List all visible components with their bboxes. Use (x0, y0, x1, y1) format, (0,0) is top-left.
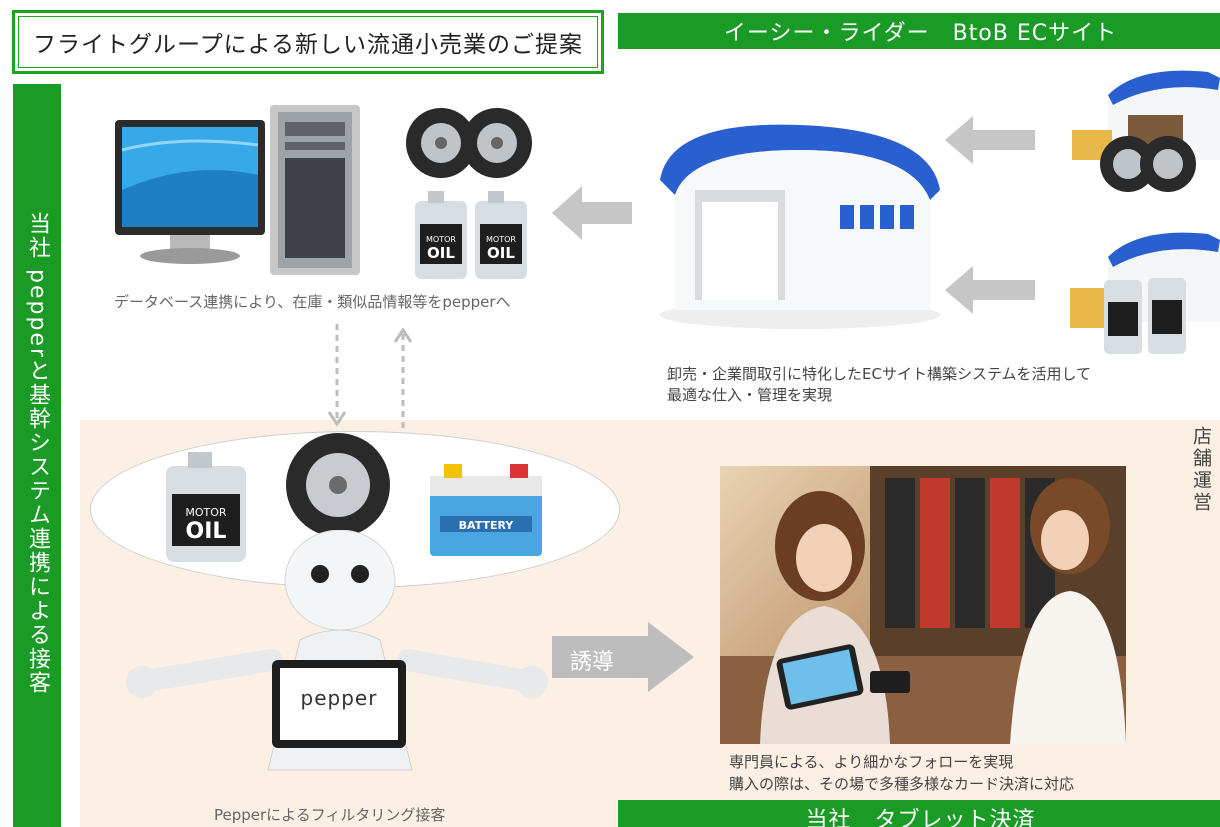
store-caption-line2: 購入の際は、その場で多種多様なカード決済に対応 (729, 775, 1075, 793)
motor-oil-cans-icon: MOTOR OIL MOTOR OIL (415, 191, 527, 279)
ec-caption-line2: 最適な仕入・管理を実現 (667, 386, 833, 404)
store-staff-photo (720, 466, 1126, 744)
guide-arrow-label: 誘導 (570, 650, 615, 675)
page-title: フライトグループによる新しい流通小売業のご提案 (18, 16, 598, 68)
ec-site-banner: イーシー・ライダー BtoB ECサイト (618, 13, 1220, 49)
motor-oil-icon: MOTOR OIL (166, 452, 246, 562)
supplier-warehouse-tires-icon (1072, 70, 1220, 192)
ec-caption-line1: 卸売・企業間取引に特化したECサイト構築システムを活用して (667, 365, 1092, 383)
battery-icon: BATTERY (430, 464, 542, 556)
oil-label-a: MOTOR (426, 235, 456, 244)
tablet-payment-banner: 当社 タブレット決済 (618, 800, 1220, 827)
arrow-left-icon (552, 186, 632, 240)
oil-label-c: MOTOR (486, 235, 516, 244)
warehouse-icon (660, 124, 940, 329)
database-caption: データベース連携により、在庫・類似品情報等をpepperへ (114, 293, 511, 311)
oil-label-e: MOTOR (185, 506, 227, 519)
pepper-screen-text: pepper (300, 686, 378, 710)
store-photo-illustration (720, 466, 1126, 744)
oil-label-d: OIL (487, 244, 515, 262)
oil-label-b: OIL (427, 244, 455, 262)
sync-arrows-icon (327, 324, 413, 428)
tire-icon (286, 433, 390, 537)
store-label: 店舗運営 (1190, 426, 1212, 514)
side-banner: 当社 pepperと基幹システム連携による接客 (13, 84, 61, 827)
title-box: フライトグループによる新しい流通小売業のご提案 (12, 10, 604, 74)
arrow-left-icon-lower (945, 266, 1035, 314)
pepper-caption: Pepperによるフィルタリング接客 (214, 806, 446, 824)
supplier-warehouse-oil-icon (1070, 232, 1220, 354)
guide-arrow-icon (552, 622, 694, 692)
store-caption-line1: 専門員による、より細かなフォローを実現 (729, 753, 1014, 771)
computer-icon (115, 105, 360, 275)
pepper-robot-icon (126, 530, 548, 771)
tire-pair-icon (406, 108, 532, 178)
battery-label: BATTERY (459, 519, 515, 532)
arrow-left-icon-upper (945, 116, 1035, 164)
oil-label-f: OIL (186, 519, 227, 544)
side-banner-text: 当社 pepperと基幹システム連携による接客 (25, 212, 50, 696)
